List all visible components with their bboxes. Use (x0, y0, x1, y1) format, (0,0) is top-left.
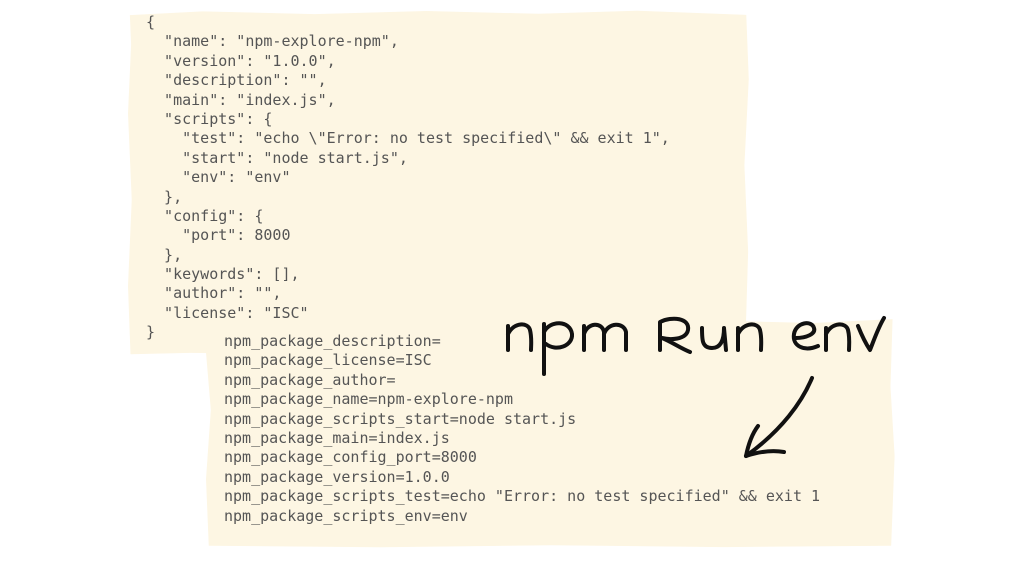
env-output-paper (206, 319, 895, 548)
code-line: "author": "", (146, 284, 282, 303)
code-line: "description": "", (146, 71, 327, 90)
code-line: { (146, 13, 156, 31)
code-line: "scripts": { (146, 109, 273, 128)
package-json-paper (128, 10, 749, 355)
env-line: npm_package_main=index.js (224, 428, 450, 447)
env-line: npm_package_config_port=8000 (224, 448, 477, 467)
env-line: npm_package_version=1.0.0 (224, 467, 450, 486)
code-line: "main": "index.js", (146, 90, 336, 109)
env-output-code: npm_package_description=npm_package_lice… (224, 332, 820, 526)
env-line: npm_package_scripts_start=node start.js (224, 409, 577, 428)
code-line: "keywords": [], (146, 265, 300, 284)
env-line: npm_package_scripts_env=env (224, 506, 468, 525)
code-line: "version": "1.0.0", (146, 51, 336, 70)
env-line: npm_package_license=ISC (224, 351, 432, 370)
env-line: npm_package_author= (224, 370, 396, 389)
code-line: "port": 8000 (146, 226, 291, 245)
code-line: "name": "npm-explore-npm", (146, 32, 399, 51)
handwritten-npm-run-env (506, 316, 886, 376)
code-line: }, (146, 187, 183, 206)
package-json-code: { "name": "npm-explore-npm", "version": … (146, 13, 670, 343)
code-line: }, (146, 245, 183, 264)
env-line: npm_package_scripts_test=echo "Error: no… (224, 487, 821, 506)
code-line: "env": "env" (146, 168, 291, 187)
code-line: "test": "echo \"Error: no test specified… (146, 129, 670, 148)
code-line: "config": { (146, 206, 264, 225)
code-line: } (146, 323, 156, 342)
env-line: npm_package_name=npm-explore-npm (224, 390, 513, 409)
code-line: "start": "node start.js", (146, 148, 408, 167)
hand-drawn-arrow-icon (744, 376, 814, 458)
code-line: "license": "ISC" (146, 303, 309, 322)
env-line: npm_package_description= (224, 332, 441, 350)
